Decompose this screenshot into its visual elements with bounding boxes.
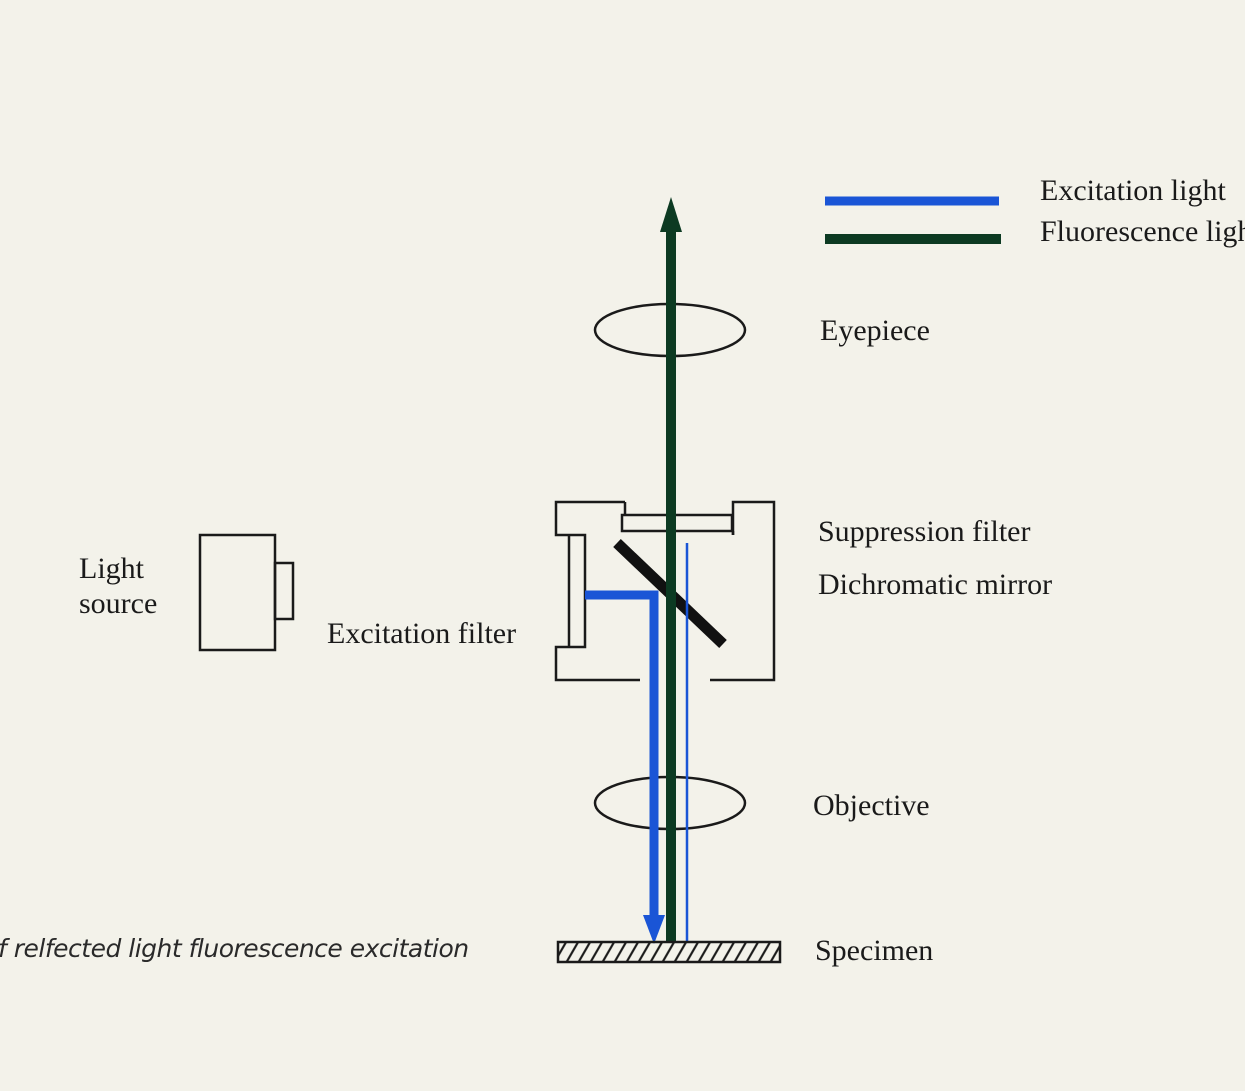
fluorescence-arrowhead	[660, 197, 682, 232]
light-source-lamp	[198, 533, 295, 652]
suppression-filter-plate	[620, 513, 734, 533]
dichromatic-mirror-label: Dichromatic mirror	[818, 568, 1053, 601]
excitation-filter-label: Excitation filter	[327, 617, 517, 650]
light-source-label-line2: source	[79, 587, 158, 620]
suppression-filter-label: Suppression filter	[818, 515, 1031, 548]
light-source-label-line1: Light	[79, 552, 144, 585]
figure-caption: f relfected light fluorescence excitatio…	[0, 934, 469, 963]
specimen-label: Specimen	[815, 934, 934, 967]
legend-excitation-label: Excitation light	[1040, 174, 1226, 207]
legend-fluorescence-label: Fluorescence light	[1040, 215, 1245, 248]
objective-label: Objective	[813, 789, 930, 822]
excitation-arrowhead	[643, 915, 665, 944]
specimen-slide	[556, 940, 782, 964]
eyepiece-label: Eyepiece	[820, 314, 930, 347]
excitation-light-path	[585, 543, 689, 944]
fluorescence-light-path	[660, 197, 682, 942]
